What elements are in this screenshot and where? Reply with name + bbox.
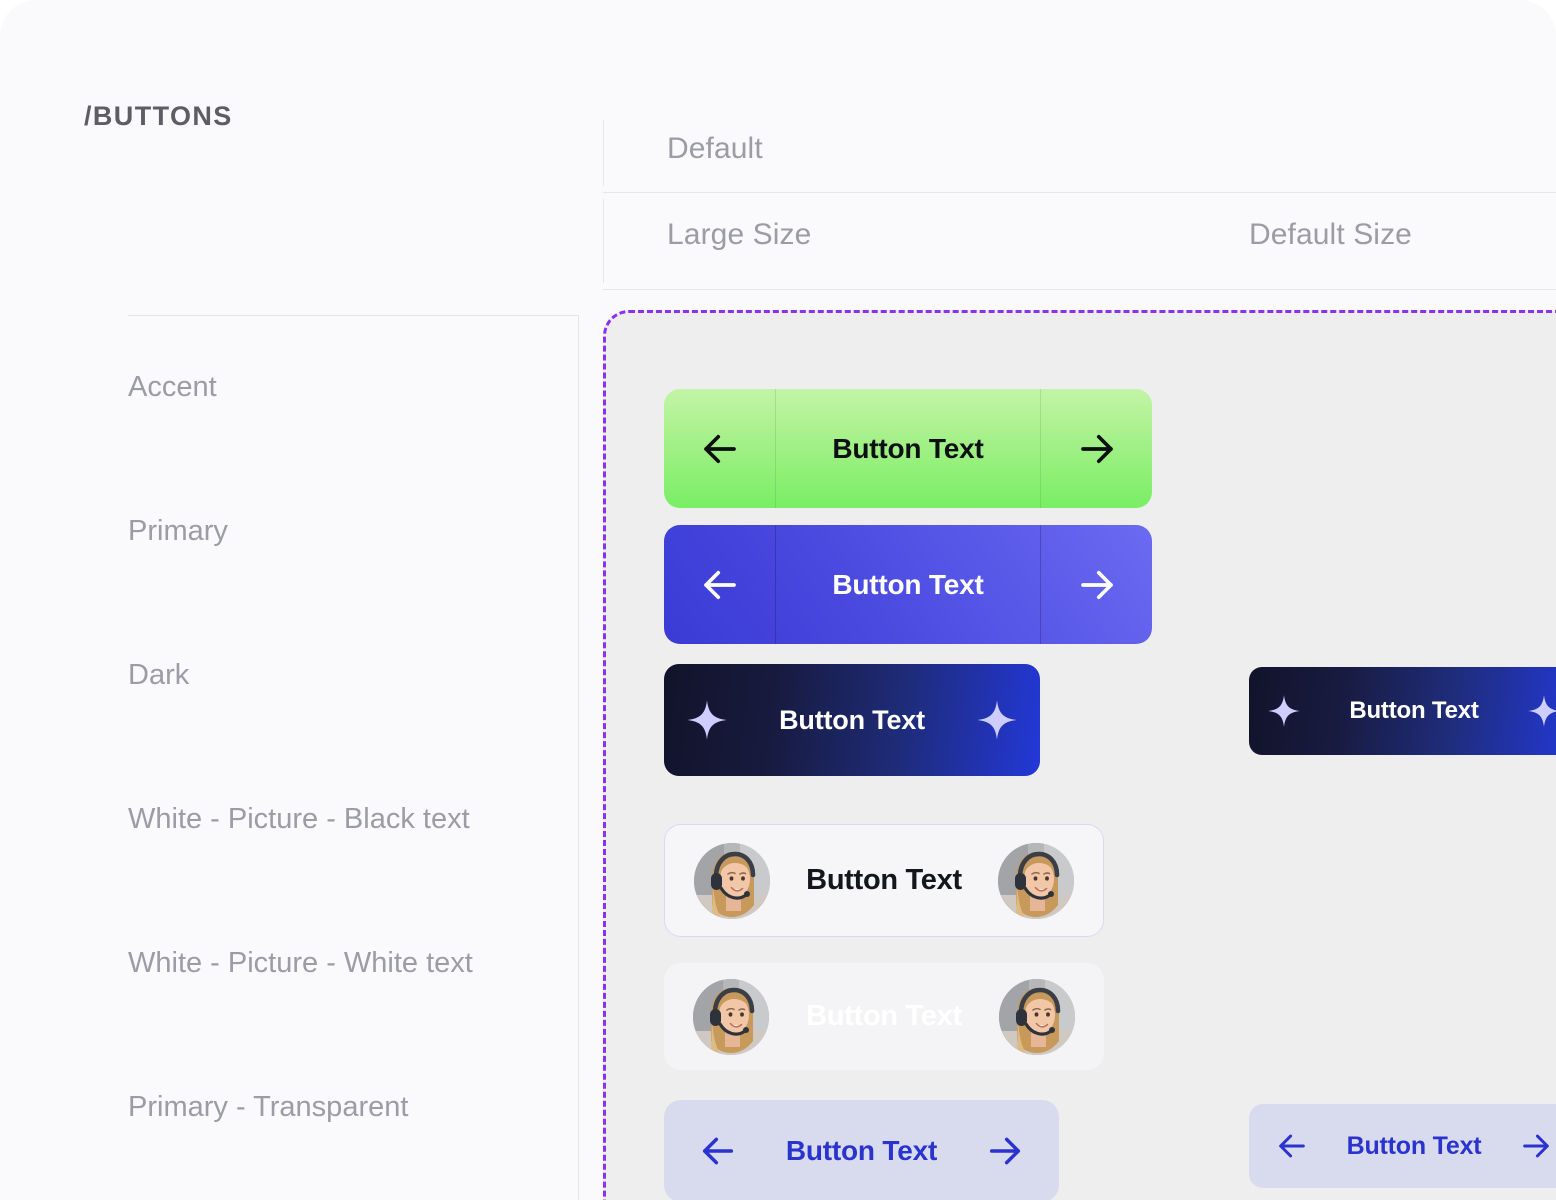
sidebar-item-white-picture-white-text[interactable]: White - Picture - White text	[128, 891, 578, 1035]
button-primary-transparent-default[interactable]: Button Text	[1249, 1104, 1556, 1188]
arrow-right-icon[interactable]	[985, 1131, 1025, 1171]
button-primary-label-slot: Button Text	[776, 525, 1040, 644]
button-label: Button Text	[832, 568, 984, 600]
button-label: Button Text	[806, 864, 962, 896]
button-label: Button Text	[832, 432, 984, 464]
sparkle-icon	[1527, 694, 1556, 728]
sidebar-item-label: White - Picture - Black text	[128, 802, 470, 835]
sidebar-item-dark[interactable]: Dark	[128, 603, 578, 747]
sidebar-item-accent[interactable]: Accent	[128, 315, 578, 459]
header-label-default-size: Default Size	[1249, 218, 1412, 251]
sidebar-item-white-picture-black-text[interactable]: White - Picture - Black text	[128, 747, 578, 891]
header-row-sizes: Large Size Default Size	[603, 193, 1556, 290]
sidebar-item-primary-transparent[interactable]: Primary - Transparent	[128, 1035, 578, 1179]
button-label: Button Text	[806, 1000, 962, 1032]
arrow-right-icon[interactable]	[1519, 1129, 1553, 1163]
button-accent-large[interactable]: Button Text	[664, 389, 1152, 508]
sparkle-icon	[976, 699, 1018, 741]
segment-divider	[775, 525, 776, 644]
avatar	[998, 978, 1075, 1055]
sparkle-icon	[686, 699, 728, 741]
breadcrumb[interactable]: /BUTTONS	[84, 101, 233, 131]
button-label: Button Text	[785, 1135, 938, 1166]
arrow-left-icon[interactable]	[664, 389, 775, 508]
sidebar-item-label: Primary	[128, 514, 228, 547]
segment-divider	[1040, 389, 1041, 508]
sidebar-item-primary[interactable]: Primary	[128, 459, 578, 603]
button-label: Button Text	[1349, 697, 1479, 724]
button-white-picture-black-text[interactable]: Button Text	[664, 824, 1104, 937]
button-dark-large[interactable]: Button Text	[664, 664, 1040, 776]
button-primary-large[interactable]: Button Text	[664, 525, 1152, 644]
header-label-default: Default	[667, 132, 763, 165]
avatar	[997, 842, 1074, 919]
segment-divider	[775, 389, 776, 508]
segment-divider	[1040, 525, 1041, 644]
sidebar-item-label: Accent	[128, 370, 217, 403]
header-label-large-size: Large Size	[667, 218, 812, 251]
sidebar-item-label: Primary - Transparent	[128, 1090, 409, 1123]
sidebar-vertical-divider	[578, 315, 579, 1200]
header-row-default: Default	[603, 114, 1556, 193]
arrow-right-icon[interactable]	[1041, 525, 1152, 644]
arrow-left-icon[interactable]	[664, 525, 775, 644]
button-label: Button Text	[1346, 1131, 1482, 1160]
sidebar-item-label: Dark	[128, 658, 190, 691]
arrow-right-icon[interactable]	[1041, 389, 1152, 508]
button-white-picture-white-text[interactable]: Button Text	[664, 963, 1104, 1070]
avatar	[694, 842, 770, 919]
button-dark-default[interactable]: Button Text	[1249, 667, 1556, 755]
button-primary-transparent-large[interactable]: Button Text	[664, 1100, 1059, 1200]
avatar	[693, 978, 769, 1055]
sidebar-top-divider	[128, 315, 579, 316]
arrow-left-icon[interactable]	[1275, 1129, 1309, 1163]
sidebar-variant-list: Accent Primary Dark White - Picture - Bl…	[128, 315, 578, 1179]
button-accent-label-slot: Button Text	[776, 389, 1040, 508]
arrow-left-icon[interactable]	[698, 1131, 738, 1171]
sidebar-item-label: White - Picture - White text	[128, 946, 473, 979]
sparkle-icon	[1267, 694, 1301, 728]
button-label: Button Text	[779, 704, 925, 735]
